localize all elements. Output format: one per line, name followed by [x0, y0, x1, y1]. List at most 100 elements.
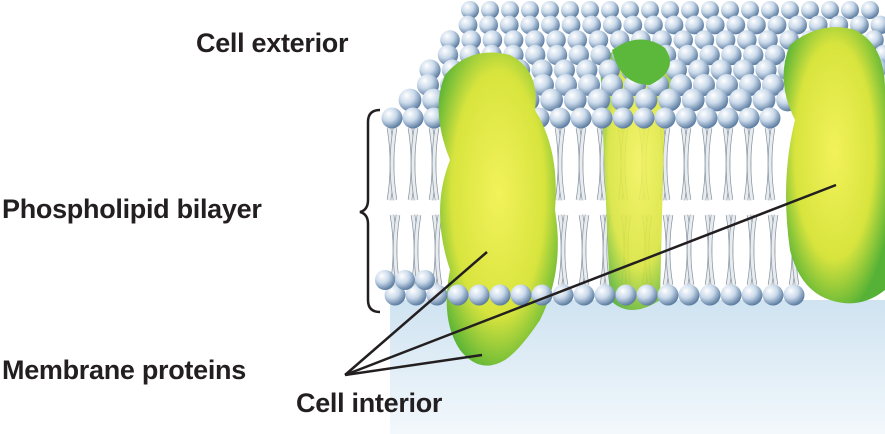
- lipid-head: [752, 88, 776, 112]
- lipid-head: [549, 107, 571, 129]
- lipid-head: [461, 30, 482, 50]
- lipid-head: [567, 30, 587, 50]
- lipid-tail: [726, 127, 733, 201]
- lipid-tail: [708, 214, 715, 286]
- bottom-lipid-heads: [375, 270, 805, 306]
- lipid-tail: [705, 127, 712, 201]
- lipid-head: [801, 1, 819, 19]
- lipid-head: [783, 284, 805, 306]
- lipid-head: [588, 30, 609, 50]
- lipid-tail: [582, 214, 589, 286]
- lipid-head: [664, 15, 684, 35]
- bilayer-brace: [359, 108, 381, 314]
- lipid-tail: [663, 127, 670, 201]
- lipid-tail: [558, 127, 565, 201]
- lipid-head: [381, 107, 403, 129]
- lipid-tail: [729, 214, 736, 286]
- lipid-head: [743, 44, 764, 66]
- lipid-head: [581, 1, 599, 19]
- lipid-tail: [411, 127, 418, 201]
- lipid-head: [601, 1, 619, 19]
- lipid-head: [573, 284, 595, 306]
- lipid-head: [633, 107, 655, 129]
- lipid-head: [602, 15, 622, 35]
- lipid-head: [482, 30, 503, 50]
- lipid-tail: [771, 214, 778, 286]
- lipid-head: [594, 284, 616, 306]
- lipid-head: [821, 1, 839, 19]
- lipid-head: [501, 1, 519, 19]
- cell-interior-label: Cell interior: [296, 388, 443, 418]
- lipid-head: [657, 284, 679, 306]
- lipid-head: [621, 1, 639, 19]
- lipid-head: [503, 30, 524, 50]
- lipid-head: [499, 15, 519, 35]
- lipid-head: [591, 107, 613, 129]
- protein-top: [612, 39, 670, 85]
- lipid-tail: [561, 214, 568, 286]
- lipid-head: [658, 88, 681, 112]
- lipid-tail: [747, 127, 754, 201]
- membrane-proteins-label: Membrane proteins: [2, 355, 246, 385]
- lipid-head: [699, 284, 721, 306]
- lipid-head: [788, 15, 807, 35]
- lipid-head: [415, 270, 435, 290]
- lipid-head: [685, 15, 704, 35]
- lipid-head: [402, 107, 424, 129]
- lipid-head: [870, 15, 885, 35]
- lipid-tail: [432, 127, 439, 201]
- lipid-head: [741, 1, 759, 19]
- lipid-head: [541, 1, 559, 19]
- lipid-head: [701, 1, 719, 19]
- lipid-head: [541, 15, 560, 35]
- lipid-head: [375, 270, 395, 290]
- lipid-head: [468, 284, 490, 306]
- protein-pointer-lines: [344, 183, 837, 377]
- lipid-head: [741, 284, 763, 306]
- lipid-head: [561, 1, 579, 19]
- lipid-head: [525, 30, 545, 50]
- lipid-head: [461, 1, 479, 19]
- lipid-head: [861, 1, 879, 19]
- lipid-head: [634, 88, 658, 112]
- lipid-head: [615, 284, 637, 306]
- lipid-head: [721, 44, 742, 66]
- lipid-head: [850, 15, 869, 35]
- lipid-head: [623, 15, 643, 35]
- lipid-head: [611, 88, 634, 112]
- lipid-head: [729, 88, 752, 112]
- lipid-head: [641, 1, 659, 19]
- lipid-head: [481, 1, 499, 19]
- lipid-head: [678, 284, 700, 306]
- lipid-head: [489, 284, 511, 306]
- lipid-head: [696, 107, 718, 129]
- lipid-head: [458, 15, 478, 35]
- lipid-head: [612, 107, 634, 129]
- lipid-head: [747, 15, 766, 35]
- lipid-head: [540, 88, 563, 112]
- lipid-head: [561, 15, 581, 35]
- lipid-head: [721, 1, 739, 19]
- lipid-head: [570, 107, 592, 129]
- lipid-head: [705, 88, 729, 112]
- lipid-head: [563, 88, 587, 112]
- lipid-head: [582, 15, 601, 35]
- lipid-head: [841, 1, 859, 19]
- lipid-head: [675, 107, 697, 129]
- phospholipid-bilayer-label: Phospholipid bilayer: [2, 194, 262, 224]
- lipid-head: [762, 284, 784, 306]
- lipid-head: [677, 44, 698, 66]
- lipid-head: [767, 15, 787, 35]
- lipid-head: [720, 284, 742, 306]
- lipid-head: [479, 15, 498, 35]
- lipid-head: [699, 44, 720, 66]
- lipid-head: [758, 30, 778, 50]
- lipid-head: [681, 88, 705, 112]
- lipid-head: [384, 284, 406, 306]
- cell-exterior-label: Cell exterior: [196, 28, 349, 58]
- lipid-head: [398, 88, 422, 112]
- lipid-head: [738, 107, 760, 129]
- lipid-head: [726, 15, 746, 35]
